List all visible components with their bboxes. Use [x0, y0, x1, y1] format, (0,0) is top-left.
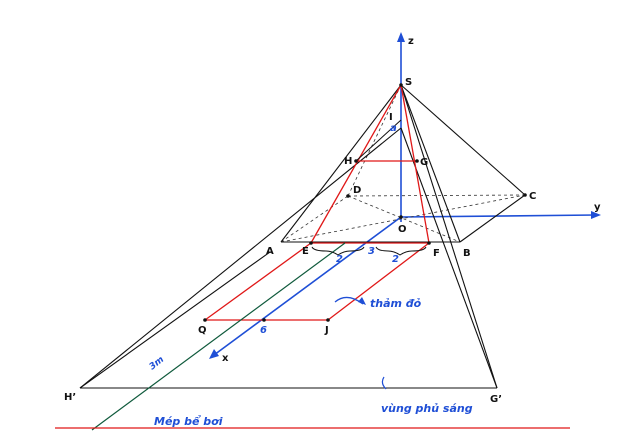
label-g: G	[420, 157, 428, 168]
light-zone-label: vùng phủ sáng	[381, 402, 473, 415]
x-axis-arrow	[209, 349, 219, 359]
label-o: O	[398, 224, 407, 235]
label-d: D	[353, 185, 361, 196]
label-j: J	[324, 325, 329, 336]
label-z-axis: z	[408, 36, 414, 47]
carpet-arrow	[334, 296, 364, 305]
label-g-prime: G’	[490, 394, 502, 405]
pyramid-edges	[280, 84, 526, 243]
red-lines	[204, 84, 430, 321]
light-zone-arrow	[381, 376, 387, 390]
pyramid-base-hidden	[280, 84, 526, 243]
label-y-axis: y	[594, 202, 601, 213]
label-i: I	[389, 112, 393, 123]
carpet-arrow-head	[358, 297, 366, 305]
ef-braces	[311, 246, 427, 256]
pool-edge-label: Mép bể bơi	[154, 415, 223, 428]
tilt-line	[91, 242, 346, 431]
measure-ef-mid: 3	[368, 246, 375, 257]
label-q: Q	[198, 325, 207, 336]
carpet-label: thảm đỏ	[370, 297, 422, 310]
measure-qj: 6	[260, 325, 267, 336]
measure-tilt: 3m	[148, 355, 166, 373]
label-f: F	[433, 248, 440, 259]
light-cone	[79, 84, 498, 389]
y-axis-arrow	[591, 211, 601, 219]
measure-ef-left: 2	[336, 254, 343, 265]
y-axis	[400, 214, 597, 218]
label-h: H	[344, 156, 352, 167]
point-dots	[203, 83, 527, 322]
label-c: C	[529, 191, 536, 202]
apex-i-line	[355, 119, 402, 162]
measure-ef-right: 2	[392, 254, 399, 265]
measure-a: a	[390, 123, 397, 134]
z-axis-arrow	[397, 32, 405, 42]
label-e: E	[302, 246, 309, 257]
label-x-axis: x	[222, 353, 229, 364]
label-a: A	[266, 246, 274, 257]
label-h-prime: H’	[64, 392, 76, 403]
label-b: B	[463, 248, 471, 259]
label-s: S	[405, 77, 412, 88]
x-axis	[213, 216, 402, 356]
